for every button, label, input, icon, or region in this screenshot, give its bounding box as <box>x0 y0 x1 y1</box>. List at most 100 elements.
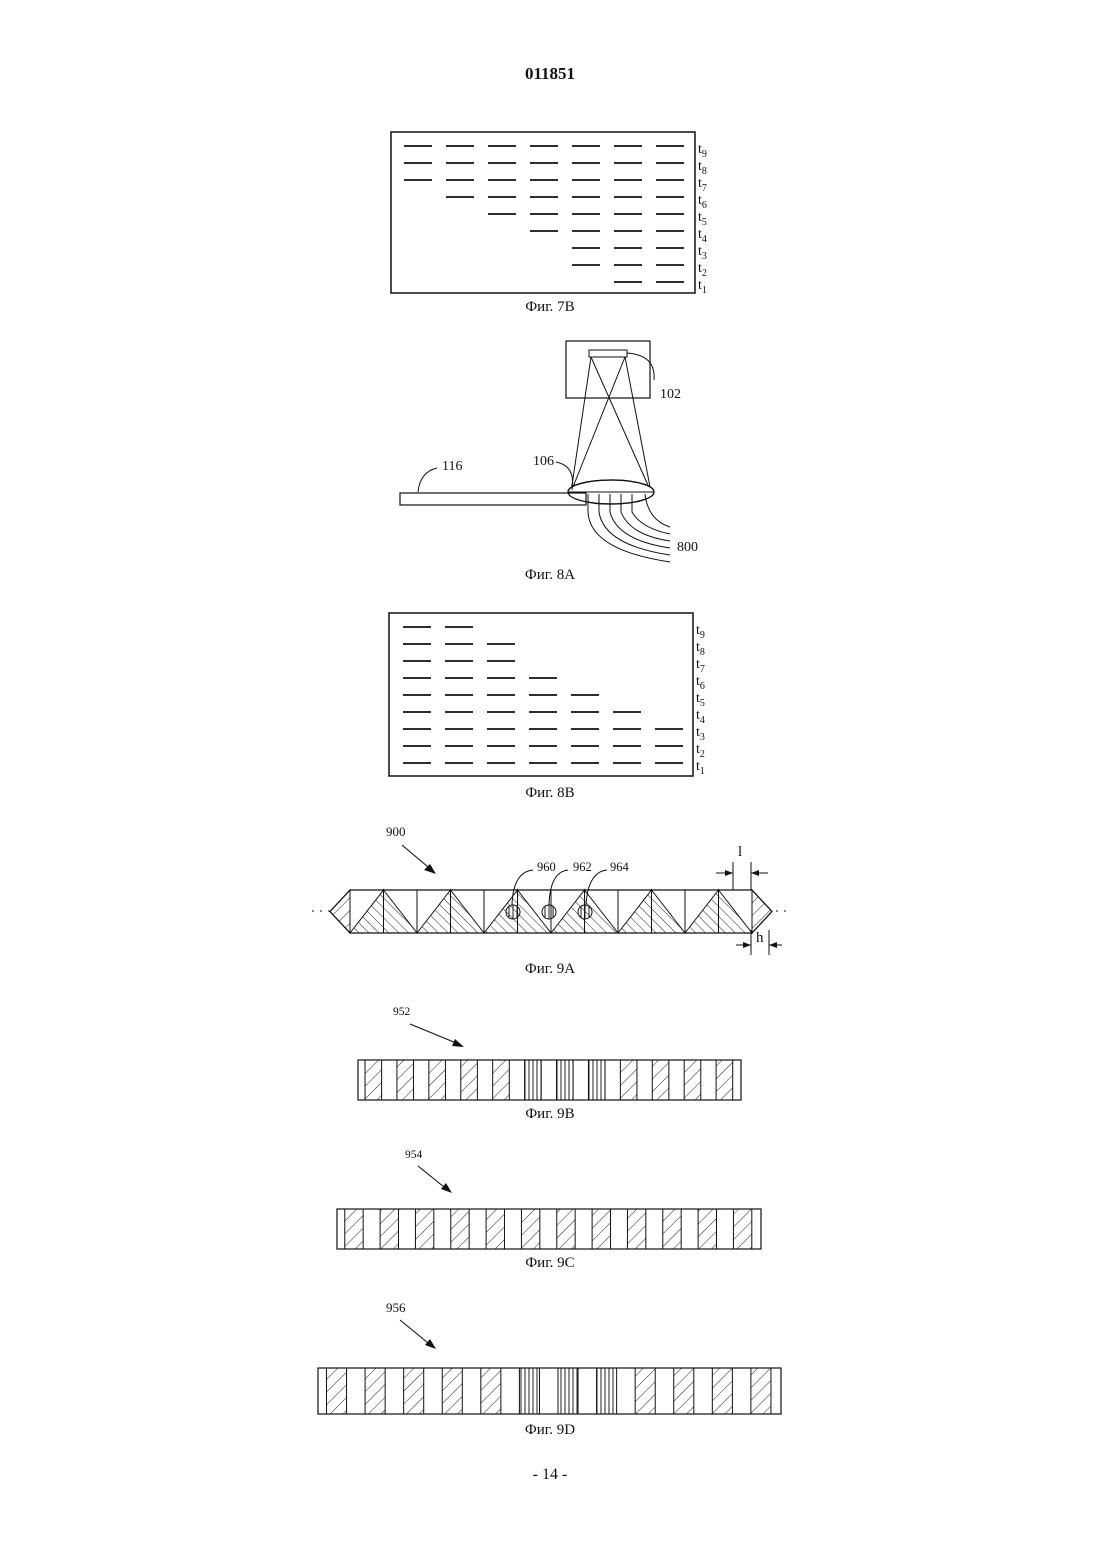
slide-116 <box>400 493 586 505</box>
fig8b-time-label: t4 <box>696 708 705 726</box>
fig9c-segment <box>345 1209 363 1249</box>
fig9b-segment <box>716 1060 733 1100</box>
fig7b-frame <box>391 132 695 293</box>
fig9b-segment <box>652 1060 669 1100</box>
fig9b-segment <box>429 1060 446 1100</box>
lens-leader <box>556 462 573 490</box>
fig9d-outline <box>318 1368 781 1414</box>
label-116: 116 <box>442 459 462 474</box>
fig9b-segment <box>493 1060 510 1100</box>
label-964: 964 <box>610 860 630 874</box>
caption-fig8a: Фиг. 8A <box>0 567 1100 584</box>
label-962: 962 <box>573 860 592 874</box>
figure-9b: 952 <box>358 1006 741 1100</box>
fig8b-time-label: t9 <box>696 623 705 641</box>
fig7b-time-label: t4 <box>698 227 707 245</box>
fig9c-segment <box>380 1209 398 1249</box>
arrow-954 <box>418 1166 452 1193</box>
figure-9d: 956 <box>318 1300 781 1414</box>
caption-fig9b: Фиг. 9B <box>0 1106 1100 1123</box>
fig8b-time-label: t3 <box>696 725 705 743</box>
light-ray-left <box>571 357 591 492</box>
fig9b-segment <box>684 1060 701 1100</box>
light-ray-right <box>571 357 625 492</box>
fig9c-segment <box>521 1209 539 1249</box>
fig9c-segment <box>557 1209 575 1249</box>
label-800: 800 <box>677 540 698 555</box>
fig8b-time-label: t6 <box>696 674 705 692</box>
label-l: l <box>738 844 742 860</box>
fig9c-segment <box>592 1209 610 1249</box>
dimension-l <box>716 862 768 890</box>
label-102: 102 <box>660 387 681 402</box>
fig7b-time-label: t3 <box>698 244 707 262</box>
fig9d-segment <box>751 1368 771 1414</box>
fig8b-time-label: t5 <box>696 691 705 709</box>
fig9c-segment <box>486 1209 504 1249</box>
fig9d-segment <box>365 1368 385 1414</box>
fig7b-time-label: t6 <box>698 193 707 211</box>
light-ray-left-b <box>591 357 651 492</box>
caption-fig9c: Фиг. 9C <box>0 1255 1100 1272</box>
strip-end-right <box>752 890 772 933</box>
fig8b-time-label: t1 <box>696 759 705 777</box>
label-960: 960 <box>537 860 556 874</box>
sensor-element <box>589 350 627 357</box>
fig9d-segment <box>442 1368 462 1414</box>
fig9d-segment <box>674 1368 694 1414</box>
fig9d-segment <box>712 1368 732 1414</box>
page-footer: - 14 - <box>0 1466 1100 1484</box>
fig9c-segment <box>627 1209 645 1249</box>
light-ray-right-b <box>625 357 651 492</box>
strip-end-left <box>330 890 350 933</box>
fig9d-segment <box>326 1368 346 1414</box>
figure-9c: 954 <box>337 1149 761 1249</box>
fig9c-outline <box>337 1209 761 1249</box>
fig7b-time-label: t1 <box>698 278 707 296</box>
fig9c-segment <box>451 1209 469 1249</box>
arrow-952 <box>410 1024 464 1047</box>
fig9d-segment <box>481 1368 501 1414</box>
label-h: h <box>756 930 764 946</box>
fig9b-segment <box>525 1060 542 1100</box>
fig7b-time-label: t8 <box>698 159 707 177</box>
fig7b-time-label: t2 <box>698 261 707 279</box>
fig9b-segment <box>461 1060 478 1100</box>
figure-9a: 900 960 962 964 l <box>312 824 790 955</box>
fig7b-time-label: t9 <box>698 142 707 160</box>
label-900: 900 <box>386 824 406 839</box>
fig9b-outline <box>358 1060 741 1100</box>
fig7b-time-label: t7 <box>698 176 707 194</box>
caption-fig7b: Фиг. 7B <box>0 299 1100 316</box>
caption-fig8b: Фиг. 8B <box>0 785 1100 802</box>
fig9b-segment <box>557 1060 574 1100</box>
label-956: 956 <box>386 1300 406 1315</box>
fig9d-segment <box>404 1368 424 1414</box>
caption-fig9d: Фиг. 9D <box>0 1422 1100 1439</box>
figure-7b: t9t8t7t6t5t4t3t2t1 <box>391 132 707 296</box>
label-106: 106 <box>533 454 554 469</box>
fig9b-segment <box>397 1060 414 1100</box>
fig8b-time-label: t7 <box>696 657 705 675</box>
label-954: 954 <box>405 1149 423 1161</box>
fig9d-segment <box>558 1368 578 1414</box>
figure-8a: 102 106 116 800 <box>400 341 698 562</box>
arrow-956 <box>400 1320 436 1349</box>
fig9d-segment <box>635 1368 655 1414</box>
figure-8b: t9t8t7t6t5t4t3t2t1 <box>389 613 705 777</box>
fig9c-segment <box>663 1209 681 1249</box>
fig8b-time-label: t2 <box>696 742 705 760</box>
fig9c-segment <box>733 1209 751 1249</box>
fig9b-segment <box>588 1060 605 1100</box>
caption-fig9a: Фиг. 9A <box>0 961 1100 978</box>
fig9d-segment <box>597 1368 617 1414</box>
fig9c-segment <box>415 1209 433 1249</box>
fig7b-time-label: t5 <box>698 210 707 228</box>
fig8b-time-label: t8 <box>696 640 705 658</box>
label-952: 952 <box>393 1006 411 1018</box>
arrow-900 <box>402 845 436 874</box>
fig9b-segment <box>365 1060 382 1100</box>
fig9b-segment <box>620 1060 637 1100</box>
fig9d-segment <box>519 1368 539 1414</box>
